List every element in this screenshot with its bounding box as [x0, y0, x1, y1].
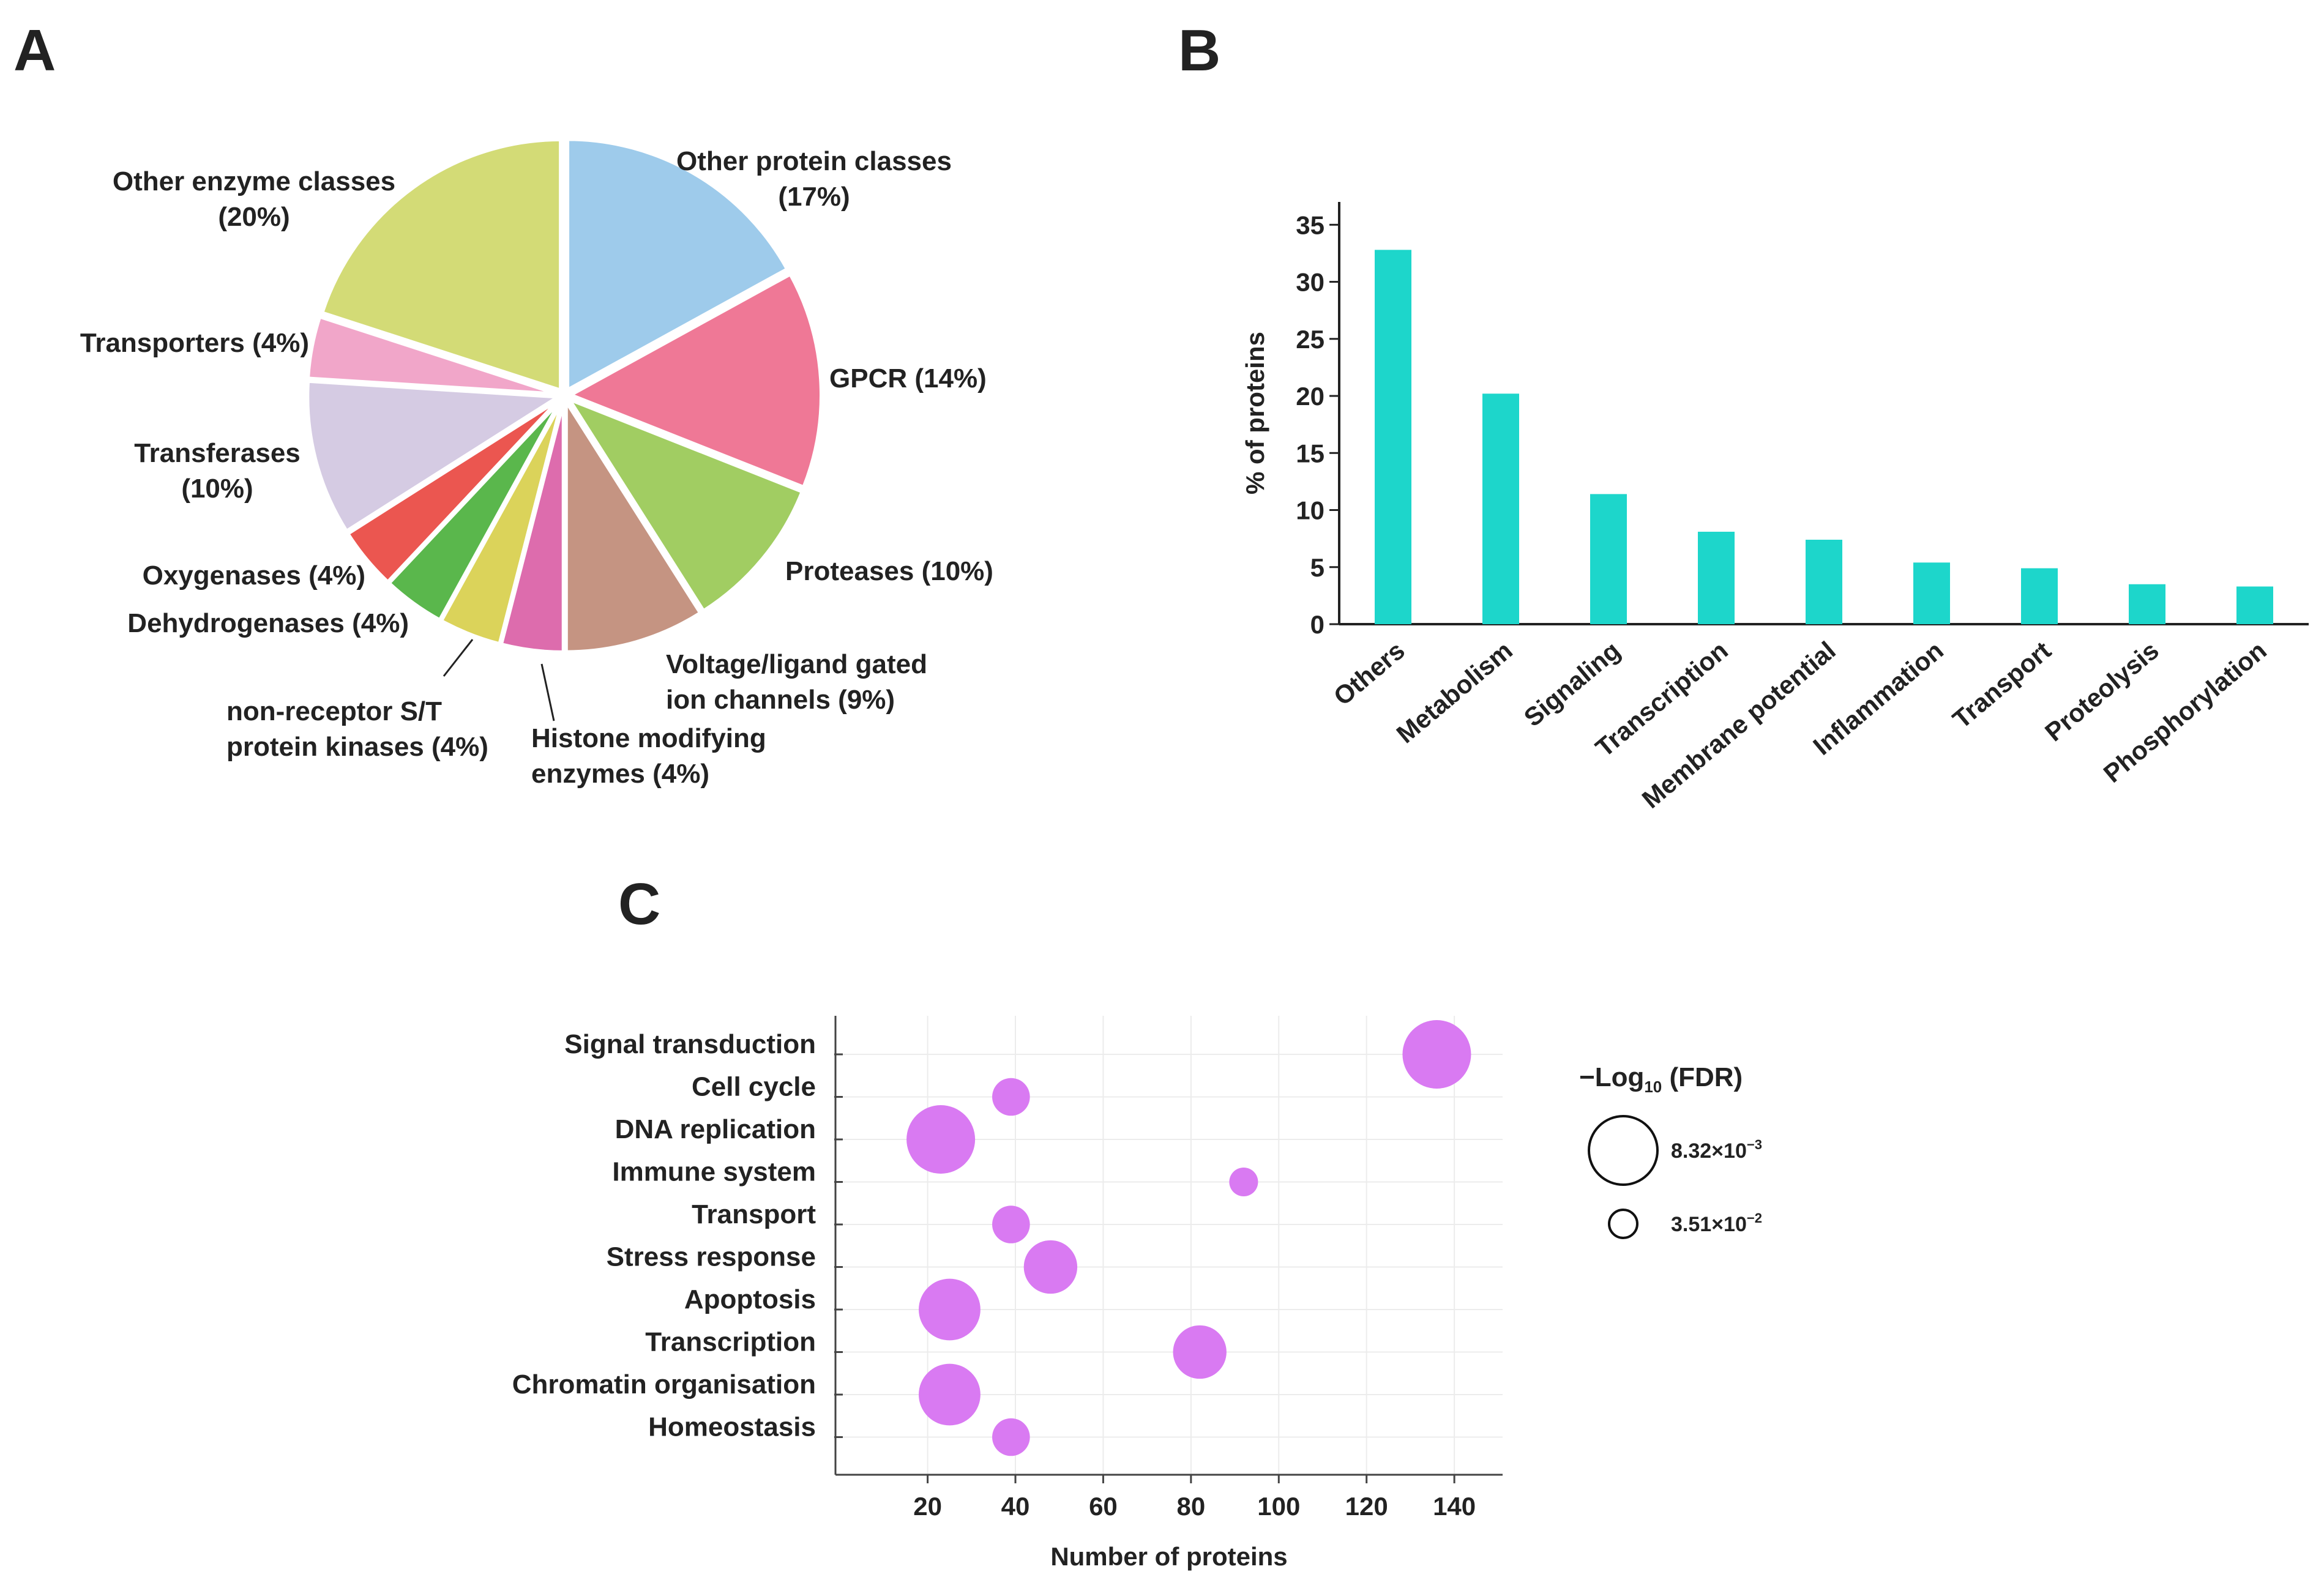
- y-tick-label: 5: [1310, 553, 1325, 582]
- size-legend-circle: [1608, 1209, 1638, 1239]
- bubble: [992, 1418, 1030, 1456]
- y-tick-label: 30: [1296, 268, 1325, 297]
- pie-slice: [345, 397, 561, 585]
- bar: [1913, 562, 1950, 624]
- y-tick-label: 0: [1310, 610, 1325, 639]
- x-tick-label: 100: [1257, 1492, 1300, 1521]
- x-tick-label: Metabolism: [1391, 636, 1518, 749]
- bar: [1482, 393, 1519, 624]
- pie-label: Proteases (10%): [785, 556, 993, 586]
- bubble: [1402, 1020, 1471, 1089]
- pie-slice: [566, 271, 823, 490]
- pie-label: (20%): [218, 202, 290, 232]
- pie-slice: [566, 137, 790, 393]
- pie-label: Dehydrogenases (4%): [127, 608, 409, 638]
- panel-label-b: B: [1178, 18, 1220, 83]
- x-axis-title: Number of proteins: [1050, 1542, 1287, 1571]
- category-label: Apoptosis: [684, 1284, 816, 1314]
- bar: [1806, 540, 1842, 624]
- y-tick-label: 20: [1296, 382, 1325, 411]
- legend-title-tail: (FDR): [1662, 1062, 1743, 1092]
- pie-slice: [305, 379, 564, 534]
- bubble: [919, 1278, 981, 1341]
- bubble: [1229, 1167, 1258, 1197]
- pie-slice: [305, 314, 559, 397]
- category-label: Chromatin organisation: [512, 1369, 816, 1399]
- x-tick-label: Others: [1328, 636, 1410, 711]
- leader-line: [540, 663, 555, 721]
- pie-chart: Other protein classes (17%) GPCR (14%) Prot…: [80, 137, 993, 789]
- legend-exponent: −3: [1747, 1137, 1762, 1152]
- legend-exponent: −2: [1747, 1210, 1762, 1226]
- size-legend-label: 8.32×10−3: [1671, 1137, 1762, 1163]
- x-tick-label: Membrane potential: [1637, 636, 1841, 814]
- legend-title-main: −Log: [1579, 1062, 1644, 1092]
- category-label: Homeostasis: [648, 1412, 816, 1442]
- x-tick-label: Transport: [1947, 636, 2057, 734]
- x-tick-label: 60: [1089, 1492, 1118, 1521]
- y-tick-label: 25: [1296, 325, 1325, 354]
- size-legend-title: −Log10 (FDR): [1579, 1062, 1743, 1096]
- category-label: Signal transduction: [564, 1029, 816, 1059]
- category-label: Cell cycle: [692, 1072, 816, 1102]
- panel-label-a: A: [13, 18, 56, 83]
- size-legend-label: 3.51×10−2: [1671, 1210, 1762, 1236]
- bubble: [1173, 1325, 1227, 1379]
- category-label: Stress response: [607, 1242, 816, 1272]
- y-tick-label: 10: [1296, 496, 1325, 525]
- pie-label: Other protein classes: [676, 146, 952, 176]
- category-label: DNA replication: [615, 1114, 816, 1144]
- pie-label: (17%): [778, 182, 850, 212]
- pie-label: protein kinases (4%): [226, 732, 488, 762]
- category-label: Transcription: [645, 1327, 816, 1357]
- x-tick-label: 80: [1176, 1492, 1205, 1521]
- x-tick-label: 140: [1433, 1492, 1476, 1521]
- bubble: [906, 1105, 976, 1174]
- pie-label: Other enzyme classes: [113, 166, 395, 196]
- bar: [1375, 250, 1411, 624]
- pie-slice: [564, 395, 703, 654]
- pie-label: non-receptor S/T: [226, 696, 442, 726]
- bar: [2129, 584, 2165, 624]
- legend-mantissa: 3.51×10: [1671, 1213, 1747, 1236]
- bar: [1698, 531, 1735, 624]
- pie-label: ion channels (9%): [666, 685, 895, 715]
- y-axis-title: % of proteins: [1241, 332, 1269, 494]
- panel-label-c: C: [618, 871, 660, 937]
- bubble: [1023, 1240, 1078, 1294]
- bubble: [992, 1078, 1030, 1116]
- y-tick-label: 15: [1296, 439, 1325, 468]
- legend-mantissa: 8.32×10: [1671, 1139, 1747, 1163]
- x-tick-label: 20: [913, 1492, 942, 1521]
- x-tick-label: 40: [1001, 1492, 1030, 1521]
- pie-label: Transporters (4%): [80, 328, 309, 358]
- bubble: [992, 1205, 1030, 1243]
- x-tick-label: 120: [1345, 1492, 1388, 1521]
- bubble: [919, 1363, 981, 1426]
- bar: [1590, 494, 1627, 624]
- pie-slice: [564, 395, 805, 614]
- y-tick-label: 35: [1296, 211, 1325, 239]
- category-label: Transport: [692, 1199, 816, 1229]
- pie-label: (10%): [181, 474, 253, 504]
- bar: [2021, 568, 2058, 624]
- leader-line: [443, 639, 474, 677]
- x-tick-label: Signaling: [1519, 636, 1626, 732]
- bar: [2236, 586, 2273, 624]
- size-legend-circle: [1588, 1115, 1659, 1186]
- pie-label: Voltage/ligand gated: [666, 649, 927, 679]
- pie-label: GPCR (14%): [829, 363, 987, 393]
- pie-label: Transferases: [134, 438, 301, 468]
- legend-title-sub: 10: [1644, 1078, 1662, 1096]
- pie-slice: [319, 137, 563, 393]
- pie-label: enzymes (4%): [531, 759, 709, 789]
- category-label: Immune system: [612, 1157, 816, 1187]
- pie-label: Histone modifying: [531, 723, 766, 753]
- bubble-chart: 20 40 60 80 100 120 140 Signal transductionCell…: [512, 1016, 1762, 1571]
- pie-label: Oxygenases (4%): [143, 561, 365, 591]
